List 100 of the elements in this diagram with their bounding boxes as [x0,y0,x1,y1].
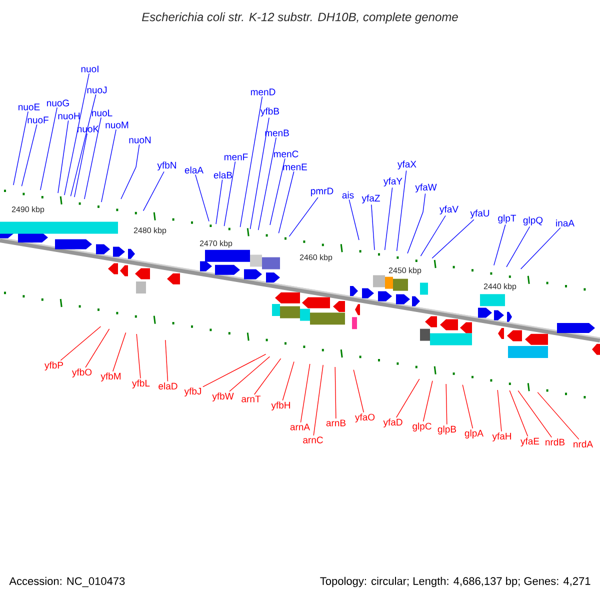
leader-line [313,364,324,436]
scale-label: 2490 kbp [12,206,44,214]
gene-label: yfaW [415,184,437,192]
gene-label: arnC [303,436,323,444]
leader-line [254,358,282,395]
leader-line [216,179,223,224]
gene-label: menC [274,150,298,158]
title: Escherichia coli str. K-12 substr. DH10B, complete genome [142,12,458,24]
gene-label: glpB [438,426,456,434]
gene-label: arnB [326,420,346,426]
gene-label: elaA [184,166,204,174]
scale-label: 2470 kbp [200,240,232,248]
gene-label: menE [283,164,307,170]
gene-label: glpT [498,214,516,224]
leader-line [462,384,474,429]
gene-label: yfbL [132,380,150,388]
gene-label: nuoM [106,122,128,128]
leader-line [288,197,318,237]
gene-label: inaA [556,220,574,226]
leader-line [278,171,294,234]
gene-label: yfbB [260,108,279,116]
leader-line [384,187,393,250]
gene-label: yfbP [44,362,63,370]
leader-line [518,390,552,438]
leader-line [420,215,446,256]
gene-label: pmrD [311,188,334,196]
leader-line [371,204,375,250]
gene-label: nuoL [92,110,112,116]
gene-label: yfbW [212,392,234,402]
gene-label: elaB [214,172,232,178]
gene-label: yfbJ [184,388,201,396]
leader-line [120,144,140,200]
gene-label: glpQ [523,216,543,226]
gene-label: nuoF [28,116,48,124]
leader-line [101,129,116,202]
gene-label: yfbH [271,402,290,410]
leader-line [85,328,110,368]
leader-line [348,199,360,240]
leader-line [422,380,433,422]
gene-label: nuoH [58,112,80,120]
leader-line [70,94,96,197]
gene-label: nuoE [18,104,40,110]
gene-label: arnT [242,396,261,402]
gene-label: yfbO [72,368,92,378]
gene-label: nrdB [546,438,565,446]
leader-line [407,193,426,254]
scale-label: 2450 kbp [388,267,422,275]
scale-label: 2460 kbp [300,254,332,262]
gene-label: yfaD [383,418,402,428]
leader-line [58,120,69,194]
leader-line [74,133,88,198]
leader-line [396,378,420,418]
gene-label: yfaY [384,178,402,186]
leader-line [494,224,506,266]
gene-label: elaD [158,382,178,390]
leader-line [202,354,266,388]
gene-label: yfbM [100,372,121,382]
gene-label: ais [342,192,354,198]
leader-line [446,384,448,425]
footer-text: Accession: NC_010473 [9,576,125,588]
gene-label: nuoI [81,66,98,72]
leader-line [270,158,286,226]
gene-label: yfbN [157,162,176,170]
leader-line [334,366,336,419]
leader-line [13,111,28,186]
leader-line [40,107,58,190]
leader-line [84,117,102,200]
leader-line [506,226,530,268]
leader-line [195,174,210,222]
leader-line [509,390,528,437]
gene-label: nuoN [129,136,151,144]
gene-label: glpC [412,422,432,432]
scale-label: 2480 kbp [134,227,166,235]
leader-line [497,390,502,432]
leader-line [165,340,168,382]
leader-line [396,170,407,252]
leader-line [142,171,164,212]
gene-label: glpA [464,430,484,438]
gene-label: nrdA [574,440,594,448]
leader-line [520,227,561,270]
leader-line [250,117,270,230]
leader-line [112,332,126,372]
leader-line [136,334,141,379]
gene-label: menF [224,154,248,160]
gene-label: menD [250,88,276,96]
gene-label: yfaZ [362,194,380,204]
gene-label: nuoG [47,100,69,106]
leader-line [537,392,580,440]
leader-line [21,124,38,187]
leader-line [64,73,90,196]
leader-line [240,96,263,228]
leader-line [224,161,236,226]
gene-label: yfaX [398,160,416,170]
gene-label: nuoJ [87,86,107,94]
footer-text: Topology: circular; Length: 4,686,137 bp; Genes: 4,271 [320,576,590,588]
leader-line [229,356,270,392]
leader-line [300,364,310,423]
leader-line [258,137,276,230]
gene-label: yfaU [470,210,490,218]
gene-label: arnA [290,424,310,430]
